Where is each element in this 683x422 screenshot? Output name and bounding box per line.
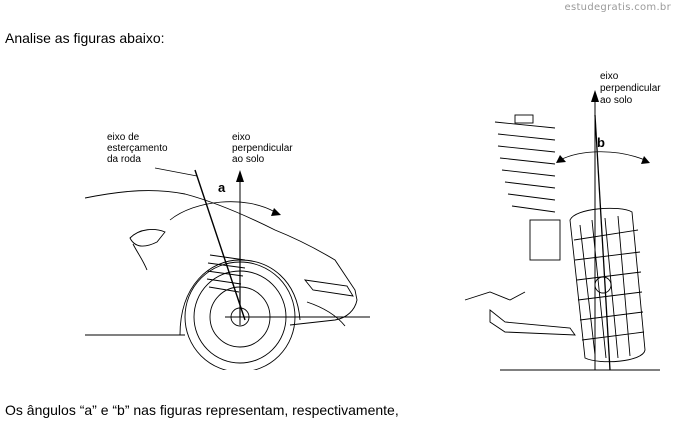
suspension-camber-figure: eixo perpendicular ao solo b [464, 71, 661, 371]
intro-text: Analise as figuras abaixo: [5, 30, 165, 46]
steering-axis-label-line3: da roda [107, 154, 141, 165]
car-steering-figure: eixo de esterçamento da roda eixo perpen… [85, 132, 370, 370]
watermark: estudegratis.com.br [564, 2, 671, 13]
question-text: Os ângulos “a” e “b” nas figuras represe… [5, 402, 399, 418]
angle-a-label: a [218, 180, 226, 195]
steering-axis-label-line2: esterçamento [107, 143, 168, 154]
car-perpendicular-label-line3: ao solo [232, 154, 265, 165]
susp-perpendicular-label-line1: eixo [600, 71, 619, 82]
susp-perpendicular-label-line3: ao solo [600, 95, 633, 106]
car-perpendicular-label-line2: perpendicular [232, 143, 293, 154]
car-perpendicular-label-line1: eixo [232, 132, 251, 143]
steering-axis-label-line1: eixo de [107, 132, 140, 143]
angle-b-label: b [597, 135, 605, 150]
susp-perpendicular-label-line2: perpendicular [600, 83, 661, 94]
